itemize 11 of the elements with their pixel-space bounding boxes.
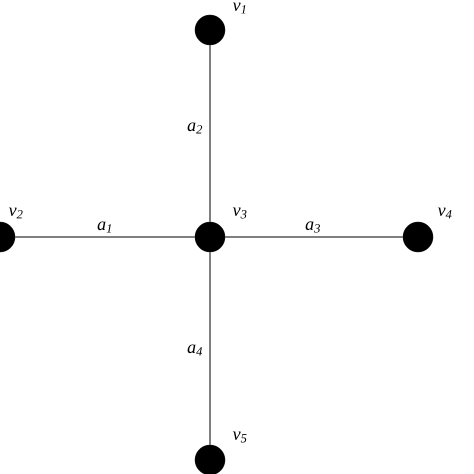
edge-label: a$_{4}$	[188, 344, 202, 356]
vertex-label: v$_{5}$	[232, 432, 247, 442]
vertex-label: v$_{2}$	[8, 208, 23, 218]
edge-line	[14, 236, 196, 238]
vertex-label: v$_{1}$	[232, 2, 246, 14]
vertex-label: v$_{3}$	[232, 208, 246, 218]
edge-label: a$_{3}$	[306, 221, 320, 233]
edge-label: a$_{2}$	[188, 122, 202, 134]
edge-line	[224, 236, 404, 238]
edge-label: a$_{1}$	[98, 221, 112, 233]
vertex-label: v$_{4}$	[438, 208, 452, 218]
